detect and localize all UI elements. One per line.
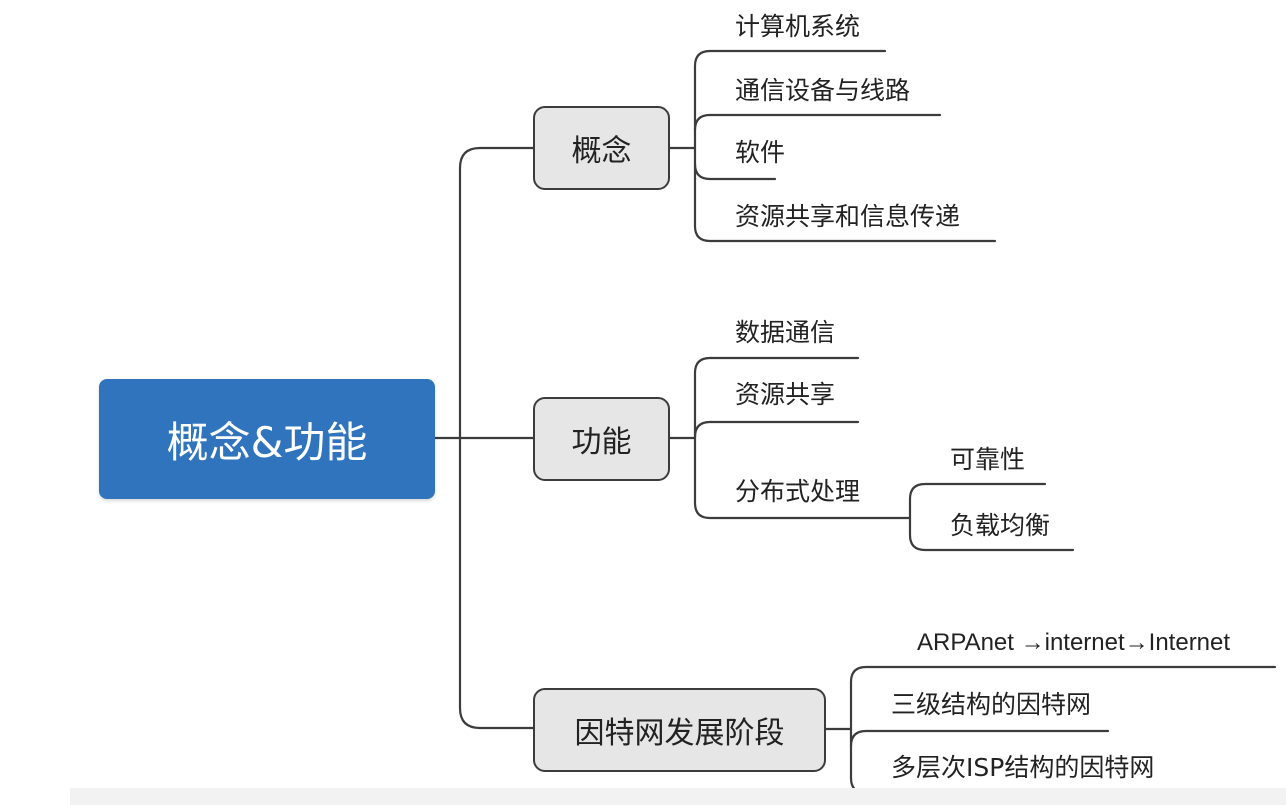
connector-concept-children [693,49,997,243]
leaf-distributed-processing[interactable]: 分布式处理 [735,477,861,506]
connector-function-2 [693,420,860,439]
connector-internet-2 [849,729,1110,748]
leaf-communication-equipment[interactable]: 通信设备与线路 [735,76,911,105]
leaf-three-tier-internet[interactable]: 三级结构的因特网 [891,690,1092,719]
connector-trunk [458,146,482,730]
connector-distributed-children [908,482,1075,552]
leaf-data-communication[interactable]: 数据通信 [735,318,836,347]
branch-node-internet-stages[interactable]: 因特网发展阶段 [533,688,826,772]
leaf-resource-sharing-info[interactable]: 资源共享和信息传递 [735,202,961,231]
leaf-resource-sharing[interactable]: 资源共享 [735,380,836,409]
leaf-multi-tier-isp-internet[interactable]: 多层次ISP结构的因特网 [891,753,1155,782]
leaf-reliability[interactable]: 可靠性 [950,445,1026,474]
connector-concept-3 [693,162,777,181]
root-node[interactable]: 概念&功能 [99,379,435,499]
branch-node-function[interactable]: 功能 [533,397,670,481]
leaf-computer-system[interactable]: 计算机系统 [735,12,861,41]
leaf-arpanet-evolution[interactable]: ARPAnet →internet→Internet [917,629,1231,656]
leaf-load-balancing[interactable]: 负载均衡 [950,511,1051,540]
connector-concept-2 [693,113,942,132]
bottom-strip [70,788,1286,805]
leaf-software[interactable]: 软件 [735,138,786,167]
branch-node-concept[interactable]: 概念 [533,106,670,190]
